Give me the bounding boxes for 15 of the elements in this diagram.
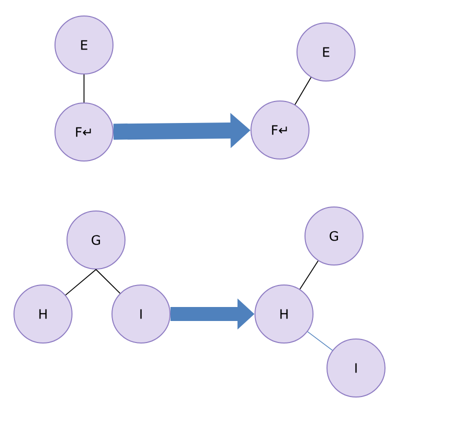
circle-node: E [54, 16, 114, 74]
circle-node: H [254, 284, 314, 344]
connector-line [307, 331, 333, 351]
connector-line [96, 269, 120, 294]
connector-line [299, 260, 319, 290]
connector-line [294, 76, 312, 106]
circle-node: E [296, 22, 356, 82]
circle-node: I [112, 284, 170, 344]
connector-line [65, 269, 96, 296]
circle-node: F↵ [54, 102, 114, 162]
circle-node: H [14, 284, 72, 344]
circle-node: I [326, 338, 386, 398]
circle-node: G [304, 206, 364, 266]
circle-node: G [66, 210, 126, 270]
circle-node: F↵ [250, 100, 310, 160]
